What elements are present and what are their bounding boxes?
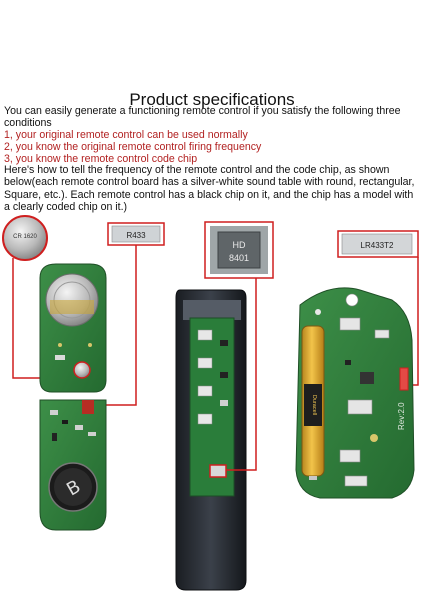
chip-mid-label-line1: HD xyxy=(233,240,246,250)
chip-mid-callout: HD 8401 xyxy=(204,221,274,471)
board-rev-label: Rev:2.0 xyxy=(397,402,406,430)
chip-right-label: LR433T2 xyxy=(361,241,394,250)
right-board: Rev:2.0 xyxy=(295,287,415,499)
aaa-battery: Duracell xyxy=(301,325,325,480)
dark-remote xyxy=(175,289,247,591)
condition-1: 1, your original remote control can be u… xyxy=(4,129,248,141)
page-title: Product specifications xyxy=(129,90,295,109)
aaa-brand-label: Duracell xyxy=(311,395,317,415)
condition-3: 3, you know the remote control code chip xyxy=(4,153,198,165)
battery-code-label: CR 1620 xyxy=(13,234,37,240)
chip-mid-label-line2: 8401 xyxy=(229,253,249,263)
intro-text: You can easily generate a functioning re… xyxy=(4,105,401,130)
condition-2: 2, you know the original remote control … xyxy=(4,141,262,153)
howto-text: Here's how to tell the frequency of the … xyxy=(4,164,415,214)
right-chip-callout: LR433T2 xyxy=(337,230,419,386)
left-board-bottom: B xyxy=(39,399,107,531)
chip-left-label: R433 xyxy=(126,231,146,240)
left-board-top xyxy=(39,263,107,393)
chip-left-callout: R433 xyxy=(94,222,165,406)
